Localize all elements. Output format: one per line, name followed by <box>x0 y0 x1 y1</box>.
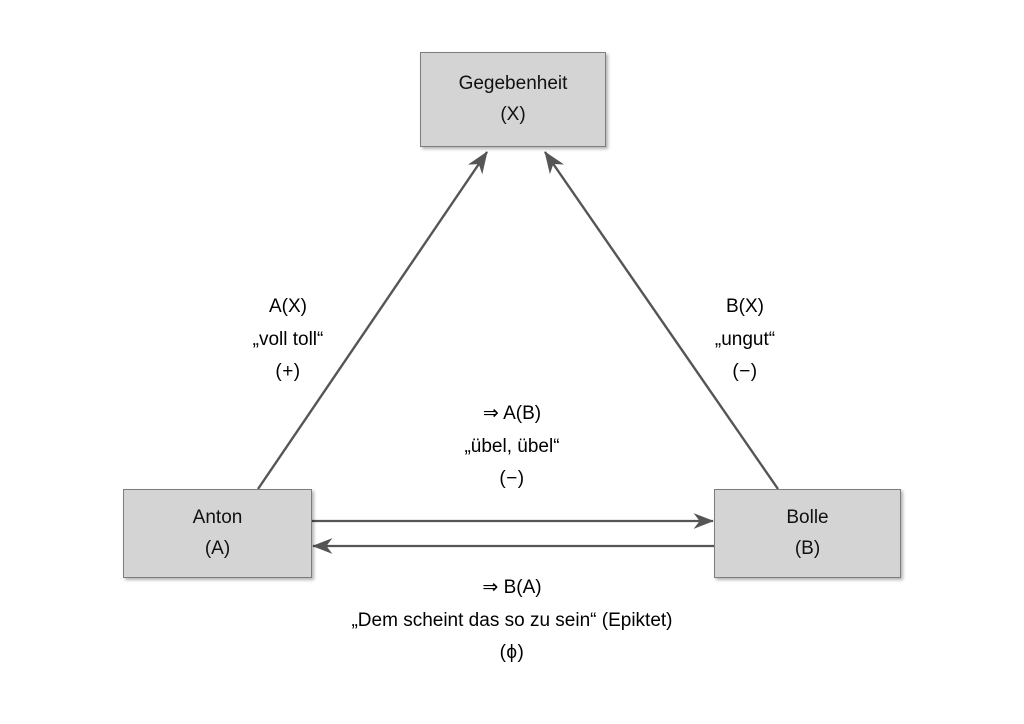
label-quote: „voll toll“ <box>252 328 324 350</box>
node-bolle[interactable]: Bolle (B) <box>714 489 901 578</box>
edge-label-anton-to-gegebenheit: A(X) „voll toll“ (+) <box>188 291 388 389</box>
node-bolle-name: Bolle <box>786 506 829 528</box>
label-sign: (−) <box>732 361 758 383</box>
label-sign: (ϕ) <box>499 642 525 664</box>
node-gegebenheit[interactable]: Gegebenheit (X) <box>420 52 606 147</box>
label-formula: A(X) <box>269 296 307 317</box>
label-quote: „Dem scheint das so zu sein“ (Epiktet) <box>351 609 673 631</box>
edge-bolle-to-gegebenheit <box>544 151 779 490</box>
node-anton-name: Anton <box>192 506 243 528</box>
node-gegebenheit-key: (X) <box>500 103 526 125</box>
label-formula: B(X) <box>726 296 764 317</box>
label-sign: (−) <box>499 468 525 490</box>
node-anton-key: (A) <box>204 537 231 559</box>
label-quote: „ungut“ <box>714 328 776 350</box>
edge-label-bolle-to-gegebenheit: B(X) „ungut“ (−) <box>645 291 845 389</box>
label-sign: (+) <box>275 361 301 383</box>
edge-anton-to-gegebenheit <box>257 151 488 490</box>
edge-label-bolle-to-anton: ⇒ B(A) „Dem scheint das so zu sein“ (Epi… <box>212 572 812 670</box>
label-formula: ⇒ B(A) <box>482 577 542 598</box>
node-anton[interactable]: Anton (A) <box>123 489 312 578</box>
node-gegebenheit-name: Gegebenheit <box>458 72 568 94</box>
label-quote: „übel, übel“ <box>464 435 560 457</box>
label-formula: ⇒ A(B) <box>482 403 542 424</box>
edge-label-anton-to-bolle: ⇒ A(B) „übel, übel“ (−) <box>412 398 612 496</box>
node-bolle-key: (B) <box>794 537 821 559</box>
